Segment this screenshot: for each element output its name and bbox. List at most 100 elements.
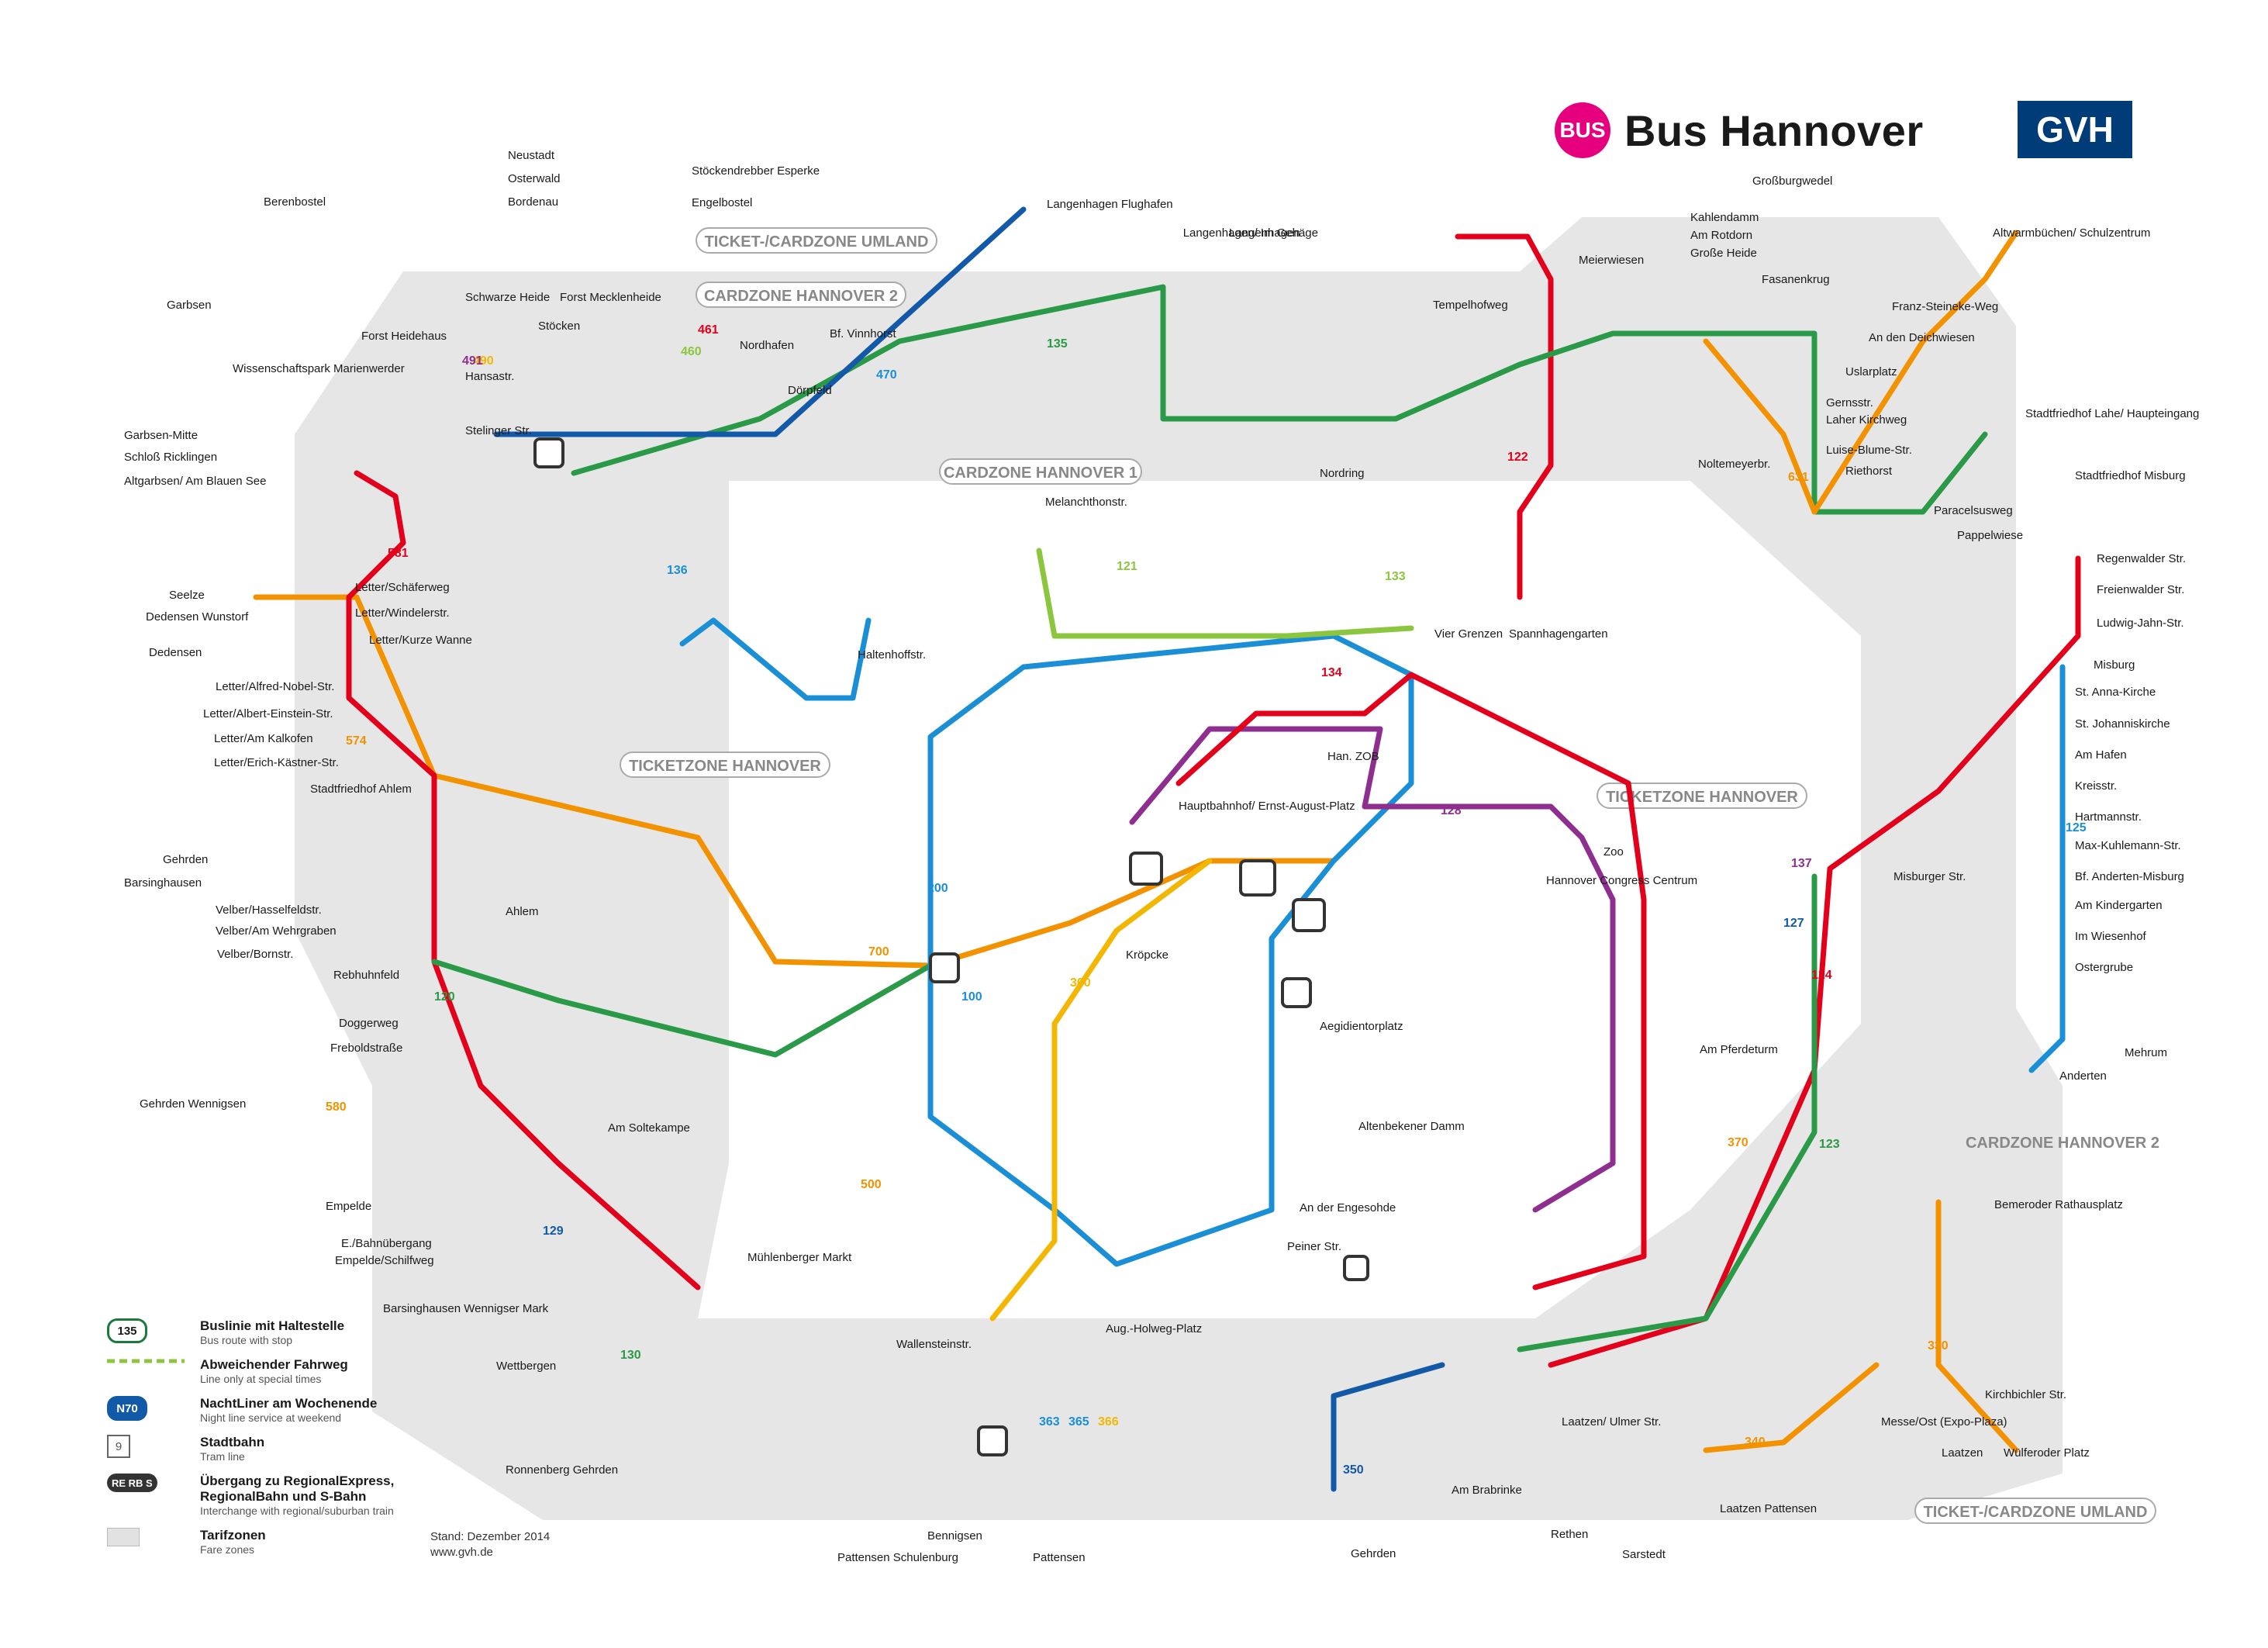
station-label: Barsinghausen [124, 876, 202, 890]
routes [253, 206, 2081, 1492]
line-label: 490 [473, 354, 494, 368]
station-label: Am Brabrinke [1452, 1484, 1522, 1497]
line-label: 363 [1039, 1415, 1060, 1429]
station-label: Langenhagen [1229, 226, 1300, 240]
station-label: Stadtfriedhof Lahe/ Haupteingang [2025, 407, 2199, 420]
line-label: 365 [1068, 1415, 1089, 1429]
station-label: Bemeroder Rathausplatz [1994, 1198, 2123, 1211]
legend-sub: Interchange with regional/suburban train [200, 1505, 394, 1517]
station-label: Laatzen [1942, 1446, 1983, 1460]
station-label: Dedensen [149, 646, 202, 659]
line-label: 370 [1728, 1136, 1748, 1149]
legend-pill: 135 [107, 1318, 147, 1343]
line-label: 200 [927, 882, 948, 895]
station-label: Am Hafen [2075, 748, 2127, 762]
route-134 [1175, 672, 1647, 1290]
node-kroepcke [1292, 898, 1326, 932]
line-label: 130 [620, 1349, 641, 1362]
train-interchange-icon: RE RB S [107, 1474, 157, 1492]
zone-label: TICKET-/CARDZONE UMLAND [705, 233, 929, 250]
route-121 [1036, 548, 1414, 639]
station-label: Tempelhofweg [1433, 299, 1508, 312]
node-am-kuechengarten [929, 952, 960, 983]
legend-title: Stadtbahn [200, 1435, 265, 1449]
line-label: 120 [434, 990, 455, 1004]
station-label: Schloß Ricklingen [124, 451, 217, 464]
gvh-logo: GVH [2018, 101, 2132, 158]
zone-hannover-inner [698, 481, 1861, 1318]
station-label: Forst Mecklenheide [560, 291, 661, 304]
station-label: Nordhafen [740, 339, 794, 352]
station-label: Neustadt [508, 149, 555, 162]
station-label: Empelde [326, 1200, 371, 1213]
station-label: Velber/Am Wehrgraben [216, 924, 337, 938]
station-label: Haltenhoffstr. [858, 648, 926, 662]
line-label: 300 [1070, 976, 1091, 990]
route-123 [1517, 873, 1818, 1353]
node-stoecken [533, 437, 564, 468]
legend-pill: N70 [107, 1396, 147, 1421]
zone-label: TICKETZONE HANNOVER [1606, 789, 1798, 806]
station-label: Am Soltekampe [608, 1121, 690, 1135]
station-label: Max-Kuhlemann-Str. [2075, 839, 2181, 852]
station-label: Letter/Albert-Einstein-Str. [203, 707, 333, 720]
legend-sub: Line only at special times [200, 1373, 322, 1385]
line-label: 631 [1788, 471, 1809, 484]
station-label: Wissenschaftspark Marienwerder [233, 362, 405, 375]
route-350 [1331, 1362, 1445, 1492]
dashed-line-icon [107, 1359, 185, 1363]
station-label: Pattensen [1033, 1551, 1086, 1564]
station-label: Langenhagen Flughafen [1047, 198, 1173, 211]
station-label: Sarstedt [1622, 1548, 1666, 1561]
station-label: Gehrden [163, 853, 208, 866]
station-label: Stadtfriedhof Misburg [2075, 469, 2186, 482]
station-label: Garbsen-Mitte [124, 429, 198, 442]
interchanges [533, 437, 1369, 1456]
station-label: Kreisstr. [2075, 779, 2117, 793]
station-label: Mehrum [2125, 1046, 2167, 1059]
bus-badge: BUS [1555, 102, 1610, 158]
map-title: Bus Hannover [1624, 105, 1924, 155]
station-label: Bennigsen [927, 1529, 982, 1543]
legend-sub: Tram line [200, 1450, 245, 1463]
line-label: 135 [1047, 337, 1068, 351]
zone-label: CARDZONE HANNOVER 2 [704, 288, 898, 305]
station-label: Freboldstraße [330, 1042, 402, 1055]
station-label: Wallensteinstr. [896, 1338, 972, 1351]
station-label: Stöckendrebber Esperke [692, 164, 820, 178]
line-label: 124 [1811, 969, 1832, 982]
line-label: 460 [681, 345, 702, 358]
station-label: Letter/Alfred-Nobel-Str. [216, 680, 334, 693]
station-label: Stadtfriedhof Ahlem [310, 783, 412, 796]
node-peiner-str [1343, 1255, 1369, 1281]
station-labels: Neustadt Osterwald Bordenau Berenbostel … [124, 149, 2199, 1564]
station-label: Hauptbahnhof/ Ernst-August-Platz [1179, 800, 1355, 813]
station-label: Altgarbsen/ Am Blauen See [124, 475, 266, 488]
station-label: Dörpfeld [788, 384, 832, 397]
line-label: 100 [961, 990, 982, 1004]
station-label: Uslarplatz [1845, 365, 1897, 378]
line-label: 136 [667, 564, 688, 577]
line-label: 461 [698, 323, 719, 337]
station-label: Schwarze Heide [465, 291, 550, 304]
station-label: Bf. Anderten-Misburg [2075, 870, 2184, 883]
line-label: 123 [1819, 1138, 1840, 1151]
station-label: Forst Heidehaus [361, 330, 447, 343]
station-label: An den Deichwiesen [1869, 331, 1975, 344]
station-label: Berenbostel [264, 195, 326, 209]
station-label: Kirchbichler Str. [1985, 1388, 2066, 1401]
route-orange [253, 594, 1337, 969]
station-label: Aegidientorplatz [1320, 1020, 1403, 1033]
legend-interchange: RE RB S Übergang zu RegionalExpress, Reg… [107, 1474, 433, 1517]
station-label: Seelze [169, 589, 205, 602]
station-label: Ronnenberg Gehrden [506, 1463, 618, 1477]
route-128 [1129, 726, 1616, 1213]
line-label: 470 [876, 368, 897, 382]
route-470 [493, 206, 1027, 437]
station-label: Spannhagengarten [1509, 627, 1608, 641]
zone-label: TICKETZONE HANNOVER [629, 758, 821, 775]
station-label: Meierwiesen [1579, 254, 1644, 267]
station-label: Langenhagen/ Im Gehäge [1183, 226, 1318, 240]
station-label: Garbsen [167, 299, 212, 312]
